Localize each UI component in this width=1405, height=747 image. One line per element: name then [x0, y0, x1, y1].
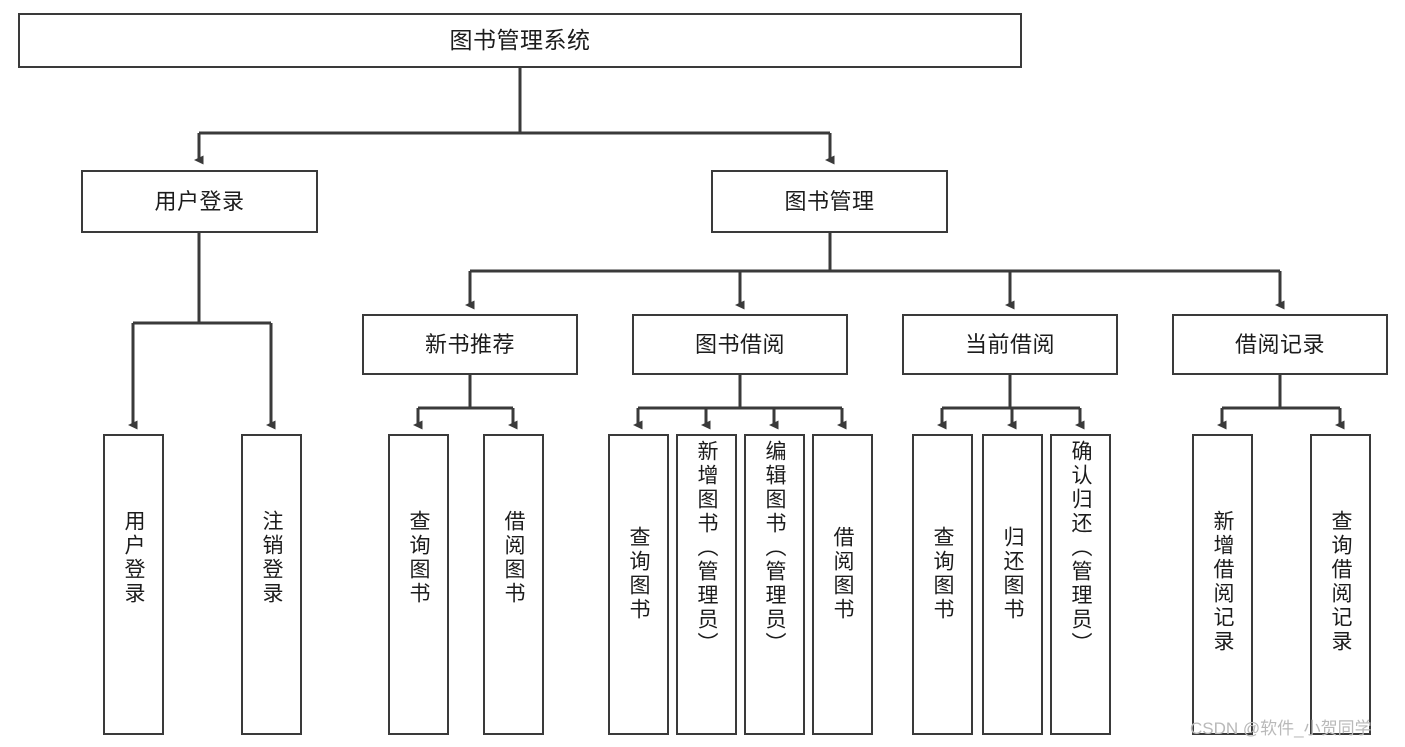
node-label: 注销登录 [260, 510, 283, 606]
leaf-borrow-book-recommend[interactable]: 借阅图书 [483, 434, 544, 735]
node-book-management[interactable]: 图书管理 [711, 170, 948, 233]
node-book-borrow[interactable]: 图书借阅 [632, 314, 848, 375]
leaf-confirm-return-admin[interactable]: 确认归还（管理员） [1050, 434, 1111, 735]
node-label: 借阅图书 [831, 526, 854, 622]
leaf-return-book[interactable]: 归还图书 [982, 434, 1043, 735]
node-label: 图书借阅 [694, 331, 785, 357]
node-current-borrow[interactable]: 当前借阅 [902, 314, 1118, 375]
watermark-csdn: CSDN @软件_小贺同学 [1190, 719, 1372, 738]
node-label: 查询图书 [931, 526, 954, 622]
leaf-add-book-admin[interactable]: 新增图书（管理员） [676, 434, 737, 735]
node-label: 借阅记录 [1234, 331, 1325, 357]
leaf-logout[interactable]: 注销登录 [241, 434, 302, 735]
node-label: 新增图书（管理员） [695, 440, 718, 656]
node-label: 编辑图书（管理员） [763, 440, 786, 656]
node-label: 用户登录 [122, 510, 145, 606]
node-label: 新书推荐 [424, 331, 515, 357]
leaf-edit-book-admin[interactable]: 编辑图书（管理员） [744, 434, 805, 735]
node-label: 借阅图书 [502, 510, 525, 606]
node-root-system[interactable]: 图书管理系统 [18, 13, 1022, 68]
leaf-query-book-current[interactable]: 查询图书 [912, 434, 973, 735]
leaf-borrow-book[interactable]: 借阅图书 [812, 434, 873, 735]
leaf-query-borrow-record[interactable]: 查询借阅记录 [1310, 434, 1371, 735]
leaf-user-login[interactable]: 用户登录 [103, 434, 164, 735]
node-label: 查询图书 [407, 510, 430, 606]
node-label: 图书管理系统 [449, 27, 591, 53]
node-label: 图书管理 [784, 188, 875, 214]
node-label: 归还图书 [1001, 526, 1024, 622]
node-label: 查询借阅记录 [1329, 510, 1352, 654]
node-label: 查询图书 [627, 526, 650, 622]
node-label: 当前借阅 [964, 331, 1055, 357]
leaf-query-book-recommend[interactable]: 查询图书 [388, 434, 449, 735]
node-new-book-recommend[interactable]: 新书推荐 [362, 314, 578, 375]
node-borrow-record[interactable]: 借阅记录 [1172, 314, 1388, 375]
node-label: 用户登录 [154, 188, 245, 214]
leaf-query-book-borrow[interactable]: 查询图书 [608, 434, 669, 735]
node-label: 新增借阅记录 [1211, 510, 1234, 654]
node-user-login[interactable]: 用户登录 [81, 170, 318, 233]
leaf-add-borrow-record[interactable]: 新增借阅记录 [1192, 434, 1253, 735]
node-label: 确认归还（管理员） [1069, 440, 1092, 656]
